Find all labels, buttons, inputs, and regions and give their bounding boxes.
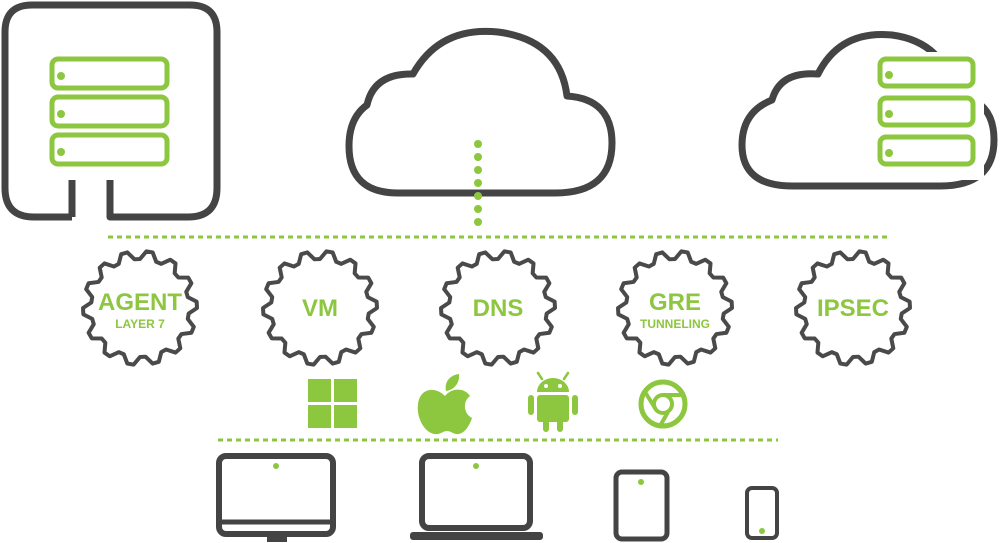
gear-dns: DNS: [439, 249, 557, 367]
gear-icon: [81, 249, 199, 367]
gear-icon: [439, 249, 557, 367]
gear-label: AGENT: [98, 289, 182, 316]
cloud-uplink-dots: [474, 140, 482, 226]
cloud-server-icon: [738, 30, 998, 190]
windows-logo-icon: [308, 379, 357, 428]
gear-icon: [794, 249, 912, 367]
gear-icon: [261, 249, 379, 367]
tablet-icon: [613, 469, 670, 542]
gear-label: IPSEC: [817, 295, 889, 322]
server-rack-icon: [877, 56, 976, 167]
gear-ipsec: IPSEC: [794, 249, 912, 367]
chrome-logo-icon: [638, 379, 688, 429]
gear-label: DNS: [473, 295, 524, 322]
laptop-icon: [410, 453, 543, 540]
smartphone-icon: [745, 486, 779, 540]
gear-vm: VM: [261, 249, 379, 367]
server-rack-icon: [49, 56, 170, 167]
on-premise-server-icon: [1, 1, 221, 221]
gear-sublabel: LAYER 7: [115, 317, 165, 331]
cloud-icon: [345, 27, 616, 197]
gear-icon: [616, 249, 734, 367]
gear-label: VM: [302, 295, 338, 322]
desktop-monitor-icon: [216, 453, 336, 542]
android-logo-icon: [528, 371, 578, 432]
gear-sublabel: TUNNELING: [640, 317, 710, 331]
apple-logo-icon: [417, 374, 472, 435]
gear-label: GRE: [649, 289, 701, 316]
